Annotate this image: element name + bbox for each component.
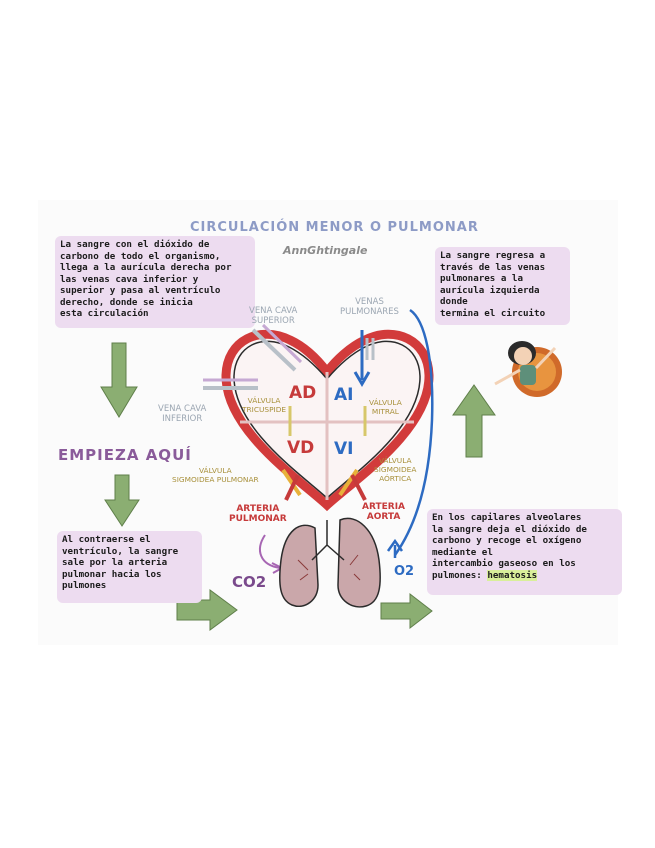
label-vena-cava-inferior: VENA CAVA INFERIOR (158, 404, 207, 424)
author-signature: AnnGhtingale (283, 244, 368, 257)
chamber-vd: VD (287, 438, 315, 458)
note-return: La sangre regresa a través de las venas … (435, 247, 570, 325)
label-valvula-tricuspide: VÁLVULA TRICUSPIDE (242, 396, 287, 414)
chamber-ai: AI (334, 385, 354, 405)
chamber-ad: AD (289, 383, 317, 403)
right-lung (337, 517, 381, 608)
arteria-pulmonar-vessel (284, 474, 300, 501)
arteria-aorta-vessel (350, 474, 367, 501)
arrow-right-2 (380, 592, 433, 630)
label-arteria-pulmonar: ARTERIA PULMONAR (229, 504, 287, 524)
label-arteria-aorta: ARTERIA AORTA (362, 502, 406, 522)
note-intro: La sangre con el dióxido de carbono de t… (55, 236, 255, 328)
arrow-up (452, 384, 496, 458)
arrow-down-1 (100, 342, 138, 418)
vena-cava-superior-vessel (251, 328, 297, 372)
page-title: CIRCULACIÓN MENOR O PULMONAR (190, 220, 479, 235)
co2-arrow (259, 534, 281, 569)
note-exchange-text: En los capilares alveolares la sangre de… (432, 512, 587, 581)
start-label: EMPIEZA AQUÍ (58, 446, 192, 464)
valvula-pulmonar-mark (281, 468, 302, 497)
label-valvula-sigmoidea-aortica: VÁLVULA SIGMOIDEA AÓRTICA (374, 456, 417, 483)
note-exchange: En los capilares alveolares la sangre de… (427, 509, 622, 595)
left-lung (279, 524, 319, 607)
label-valvula-sigmoidea-pulmonar: VÁLVULA SIGMOIDEA PULMONAR (172, 466, 259, 484)
valvula-aortica-mark (338, 468, 359, 497)
chamber-vi: VI (334, 439, 354, 459)
label-co2: CO2 (232, 573, 267, 591)
label-venas-pulmonares: VENAS PULMONARES (340, 297, 399, 317)
hematosis-highlight: hematosis (487, 569, 538, 581)
girl-illustration (494, 341, 562, 397)
pulmonary-return-vessel (393, 308, 434, 556)
arrow-down-2 (104, 474, 140, 527)
label-vena-cava-superior: VENA CAVA SUPERIOR (249, 306, 298, 326)
label-o2: O2 (394, 564, 415, 579)
note-contract: Al contraerse el ventrículo, la sangre s… (57, 531, 202, 603)
bronchi (311, 520, 345, 561)
label-valvula-mitral: VÁLVULA MITRAL (369, 398, 402, 416)
